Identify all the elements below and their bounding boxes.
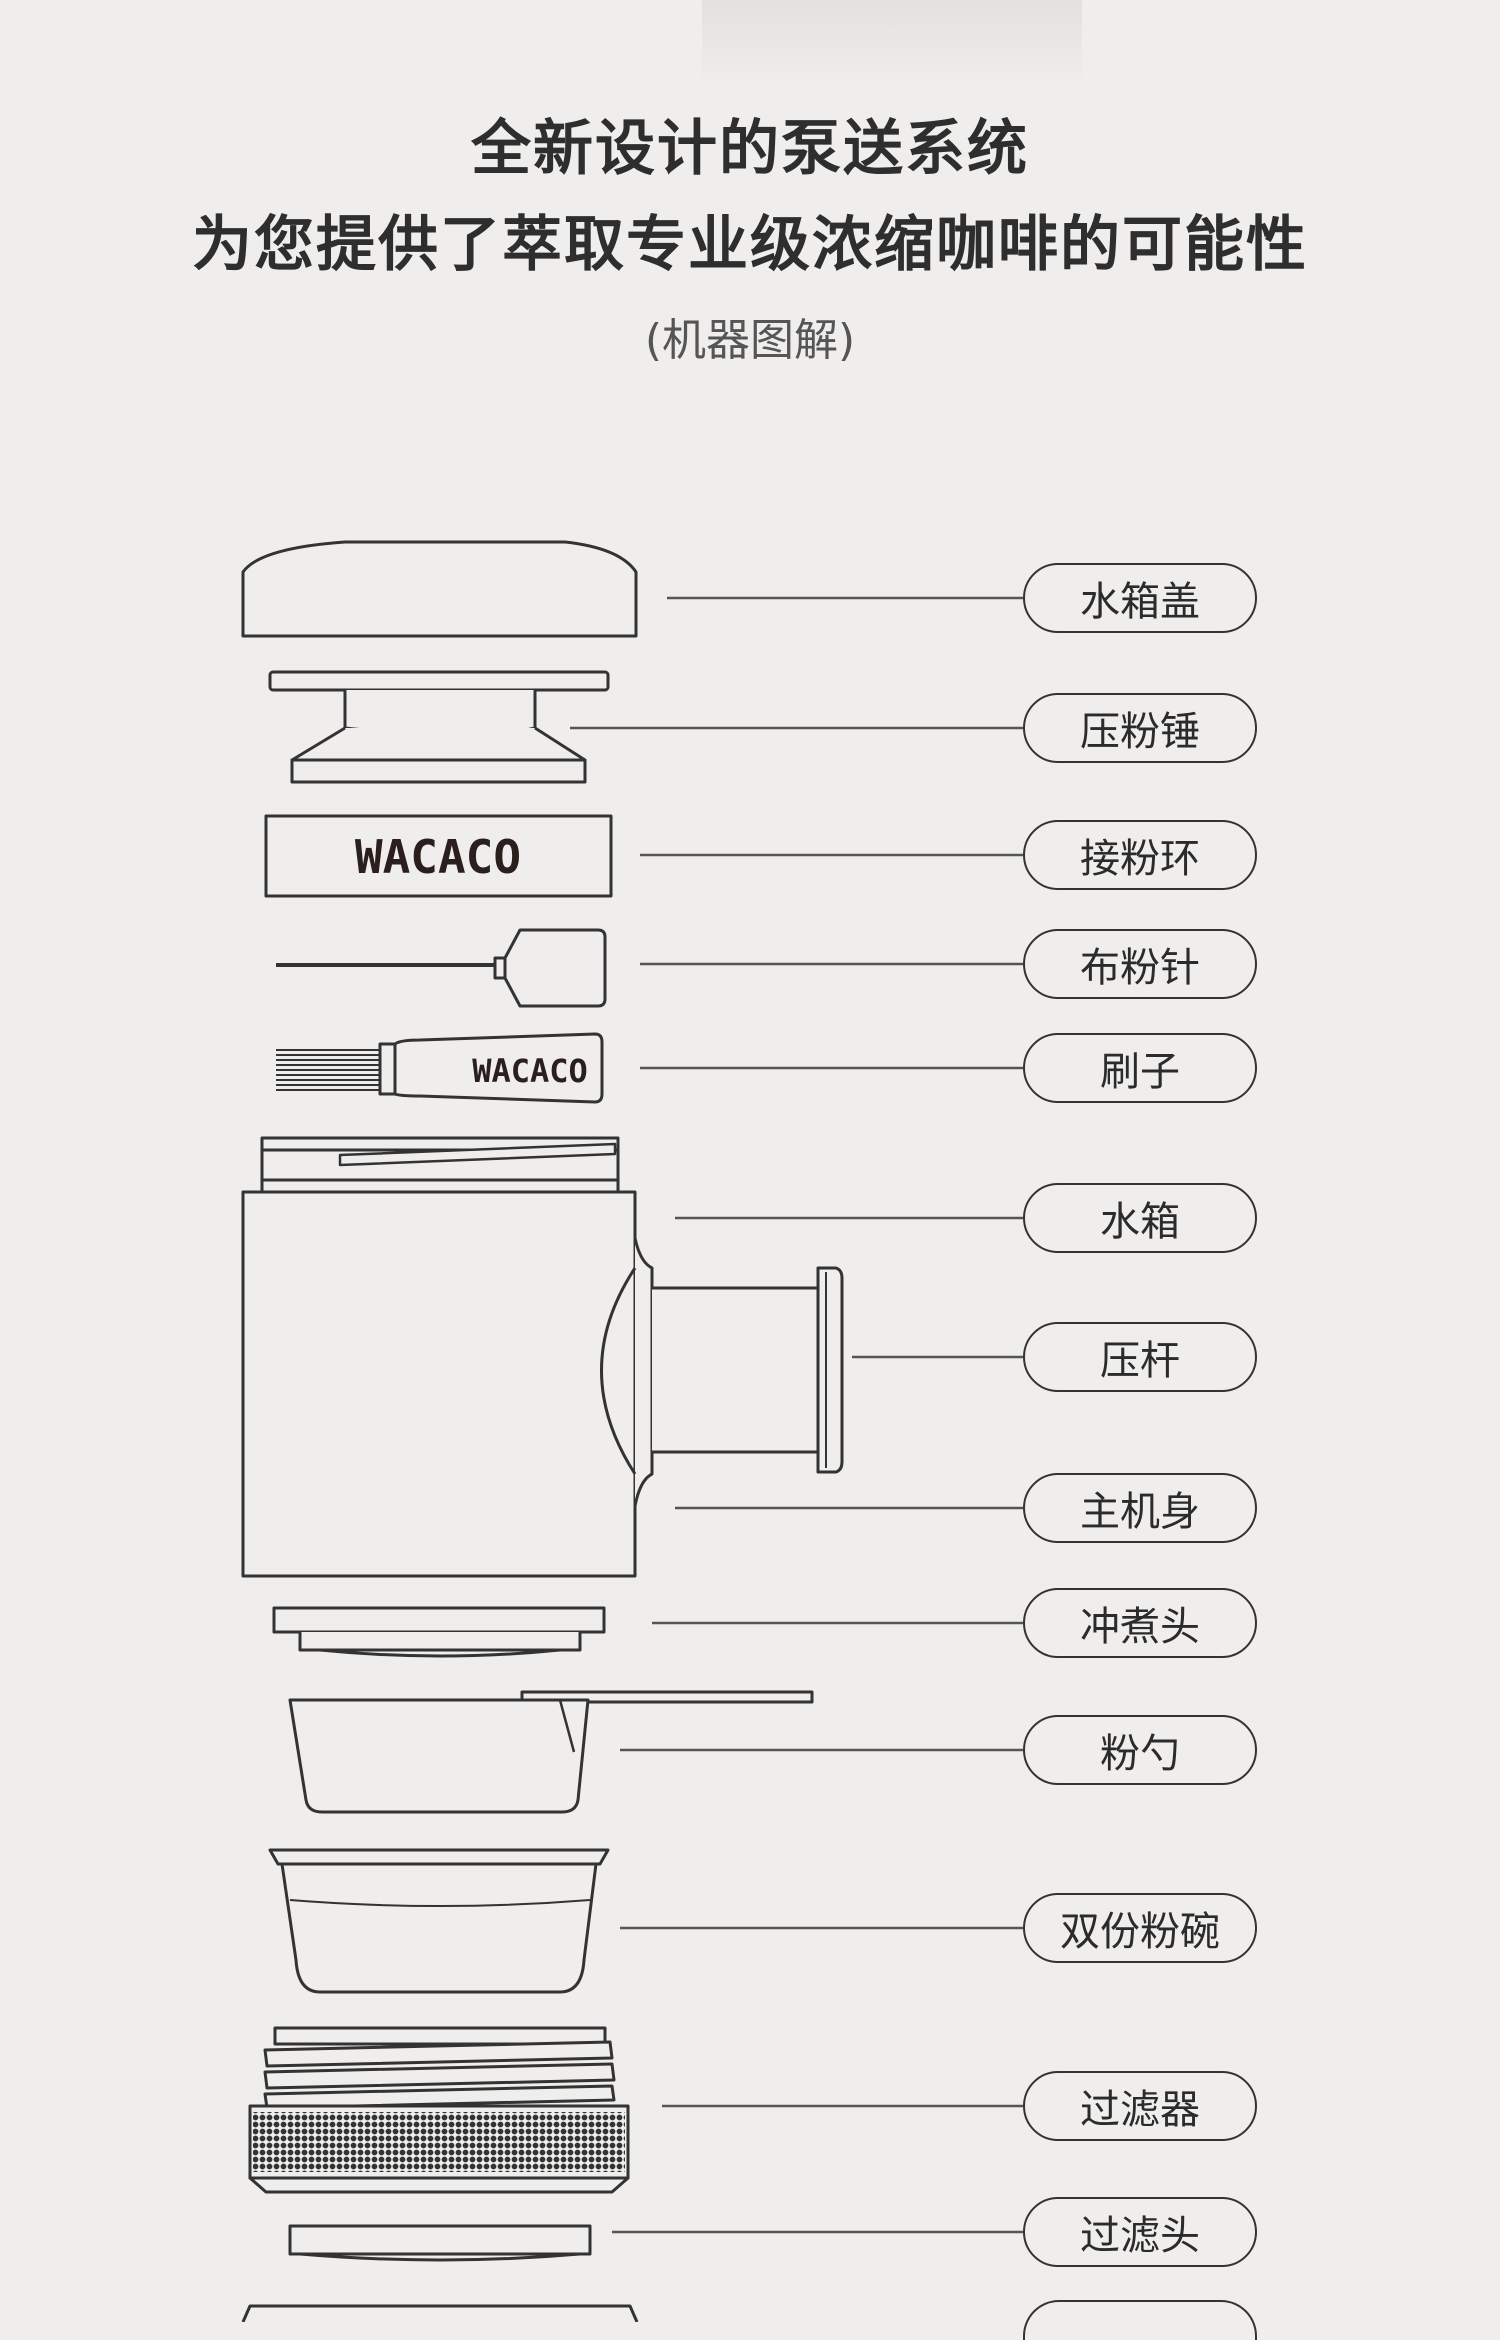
label-double-basket: 双份粉碗 <box>1023 1893 1257 1963</box>
label-brush: 刷子 <box>1023 1033 1257 1103</box>
label-piston: 压杆 <box>1023 1322 1257 1392</box>
label-needle: 布粉针 <box>1023 929 1257 999</box>
filter-drawing <box>250 2028 628 2192</box>
brew-head-drawing <box>274 1608 604 1656</box>
main-body-drawing <box>243 1192 842 1576</box>
label-tank-lid: 水箱盖 <box>1023 563 1257 633</box>
tank-lid-drawing <box>243 542 636 636</box>
funnel-brand: WACACO <box>355 830 521 884</box>
label-main-body: 主机身 <box>1023 1473 1257 1543</box>
brush-brand: WACACO <box>472 1052 588 1090</box>
label-brew-head: 冲煮头 <box>1023 1588 1257 1658</box>
label-water-tank: 水箱 <box>1023 1183 1257 1253</box>
bottom-part-drawing <box>243 2306 637 2322</box>
needle-drawing <box>276 930 605 1006</box>
label-cutoff <box>1023 2300 1257 2340</box>
label-filter: 过滤器 <box>1023 2071 1257 2141</box>
label-tamper: 压粉锤 <box>1023 693 1257 763</box>
label-funnel: 接粉环 <box>1023 820 1257 890</box>
brush-drawing: WACACO <box>276 1034 602 1102</box>
label-scoop: 粉勺 <box>1023 1715 1257 1785</box>
label-filter-head: 过滤头 <box>1023 2197 1257 2267</box>
filter-head-drawing <box>290 2226 590 2260</box>
funnel-drawing: WACACO <box>266 816 611 896</box>
water-tank-drawing <box>262 1138 618 1192</box>
tamper-drawing <box>270 672 608 782</box>
double-basket-drawing <box>270 1850 608 1992</box>
scoop-drawing <box>290 1692 812 1812</box>
